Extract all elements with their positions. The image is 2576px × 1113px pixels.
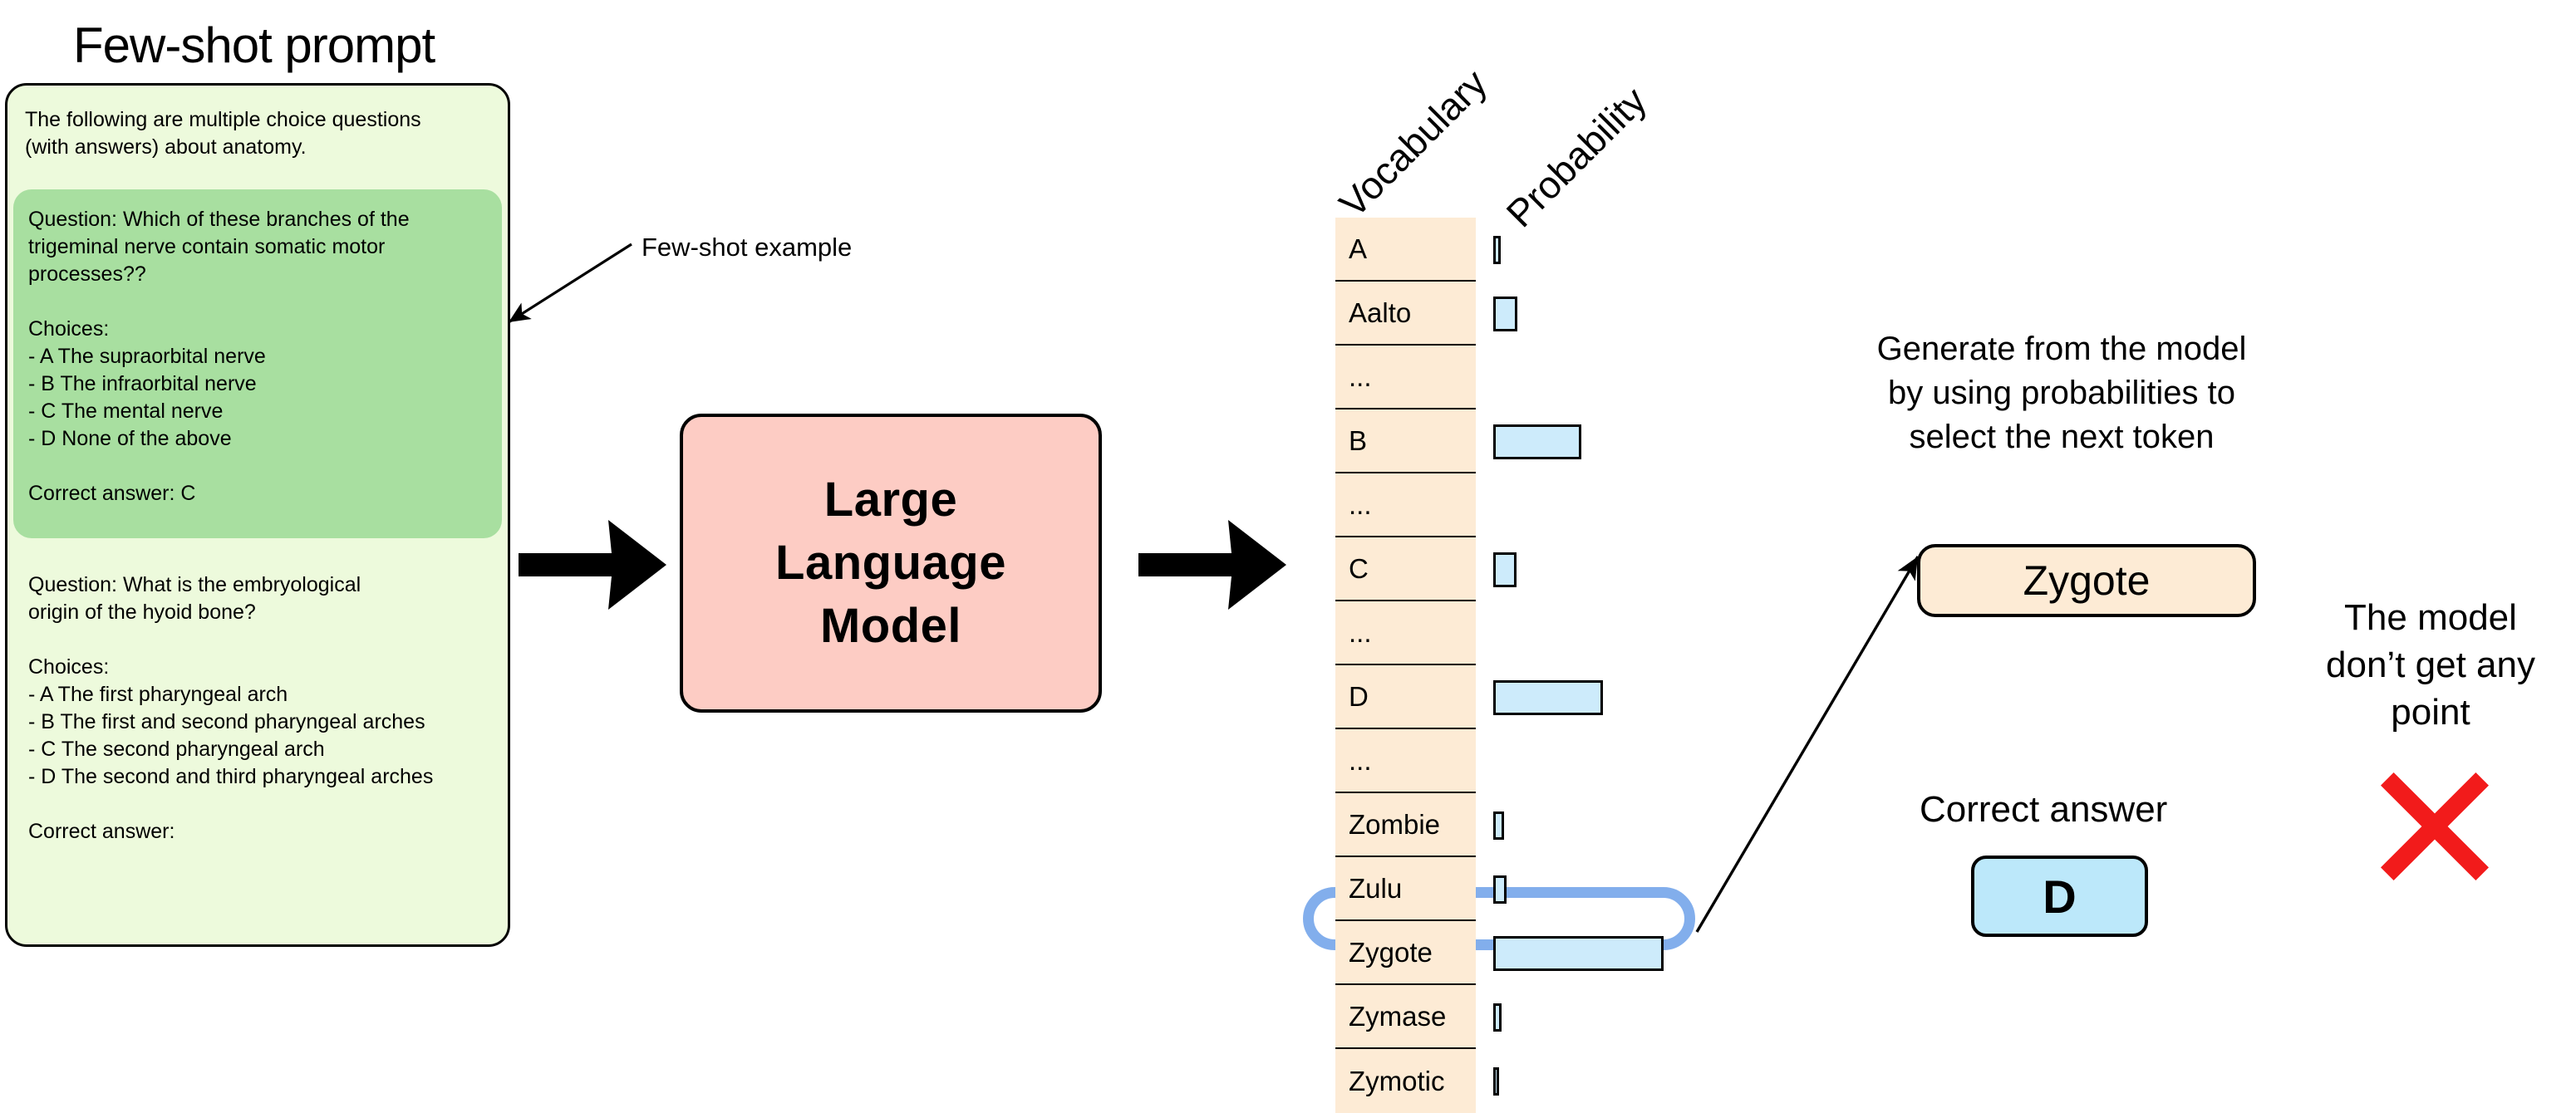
probability-bar: [1493, 811, 1504, 840]
probability-bar-list: [1493, 218, 1842, 1113]
few-shot-example-block: [13, 189, 502, 538]
llm-label-line-2: Language: [775, 535, 1006, 590]
probability-bar: [1493, 296, 1517, 331]
correct-answer-value: D: [2043, 870, 2077, 923]
no-point-message: The model don’t get any point: [2326, 597, 2535, 733]
probability-slot: [1493, 346, 1842, 409]
vocabulary-row: Aalto: [1335, 282, 1476, 346]
few-shot-example-text: Question: Which of these branches of the…: [28, 208, 410, 505]
correct-answer-label: Correct answer: [1920, 789, 2168, 830]
vocabulary-token-label: Zulu: [1349, 872, 1403, 904]
probability-slot: [1493, 857, 1842, 921]
vocabulary-row: D: [1335, 665, 1476, 729]
vocabulary-row: Zombie: [1335, 793, 1476, 857]
vocabulary-row: ...: [1335, 601, 1476, 665]
probability-slot: [1493, 409, 1842, 473]
vocabulary-token-label: Zymase: [1349, 1000, 1447, 1032]
probability-slot: [1493, 665, 1842, 729]
probability-slot: [1493, 537, 1842, 601]
few-shot-callout-arrow-icon: [508, 243, 632, 324]
vocabulary-row: Zygote: [1335, 921, 1476, 985]
arrow-right-to-model-icon: [519, 520, 666, 610]
probability-bar: [1493, 679, 1603, 715]
vocabulary-token-label: D: [1349, 680, 1369, 712]
vocabulary-token-label: C: [1349, 552, 1369, 584]
vocabulary-row: B: [1335, 409, 1476, 473]
probability-slot: [1493, 921, 1842, 985]
probability-bar: [1493, 1003, 1502, 1032]
probability-bar: [1493, 552, 1517, 587]
generated-token-label: Zygote: [2023, 557, 2151, 604]
vocabulary-row: ...: [1335, 473, 1476, 537]
llm-label-line-3: Model: [819, 599, 962, 654]
generate-caption-text: Generate from the model by using probabi…: [1876, 331, 2247, 455]
probability-bar: [1493, 235, 1501, 264]
prompt-intro-text: The following are multiple choice questi…: [25, 108, 421, 159]
vocabulary-row: ...: [1335, 346, 1476, 409]
vocabulary-token-label: ...: [1349, 488, 1372, 520]
llm-label-line-1: Large: [823, 472, 958, 527]
selected-token-arrow-icon: [1695, 556, 1920, 933]
page-title: Few-shot prompt: [73, 17, 435, 73]
vocabulary-token-label: Zygote: [1349, 936, 1433, 968]
large-language-model-box: Large Language Model: [680, 414, 1102, 713]
vocabulary-row: A: [1335, 218, 1476, 282]
column-header-vocabulary: Vocabulary: [1330, 61, 1496, 226]
vocabulary-row: Zymase: [1335, 985, 1476, 1049]
vocabulary-token-label: A: [1349, 233, 1368, 264]
probability-slot: [1493, 473, 1842, 537]
probability-bar: [1493, 935, 1664, 971]
vocabulary-token-label: ...: [1349, 744, 1372, 776]
vocabulary-token-label: ...: [1349, 360, 1372, 392]
probability-slot: [1493, 282, 1842, 346]
vocabulary-row: ...: [1335, 729, 1476, 793]
vocabulary-token-label: B: [1349, 424, 1368, 456]
prompt-query-text: Question: What is the embryological orig…: [28, 573, 434, 843]
probability-bar: [1493, 875, 1507, 904]
vocabulary-token-label: Zombie: [1349, 808, 1441, 840]
probability-slot: [1493, 985, 1842, 1049]
probability-slot: [1493, 1049, 1842, 1113]
probability-bar: [1493, 424, 1581, 459]
few-shot-example-label: Few-shot example: [642, 233, 853, 262]
vocabulary-row: Zulu: [1335, 857, 1476, 921]
vocabulary-row: C: [1335, 537, 1476, 601]
arrow-right-to-vocabulary-icon: [1138, 520, 1286, 610]
probability-slot: [1493, 729, 1842, 793]
correct-answer-chip: D: [1971, 856, 2148, 937]
column-header-probability: Probability: [1497, 78, 1655, 236]
probability-bar: [1493, 1066, 1499, 1096]
probability-slot: [1493, 601, 1842, 665]
vocabulary-token-label: Aalto: [1349, 297, 1412, 328]
probability-slot: [1493, 793, 1842, 857]
probability-slot: [1493, 218, 1842, 282]
cross-mark-icon: [2381, 772, 2489, 880]
vocabulary-token-label: ...: [1349, 616, 1372, 648]
vocabulary-token-label: Zymotic: [1349, 1065, 1445, 1096]
generated-token-chip: Zygote: [1917, 544, 2256, 617]
vocabulary-row: Zymotic: [1335, 1049, 1476, 1113]
